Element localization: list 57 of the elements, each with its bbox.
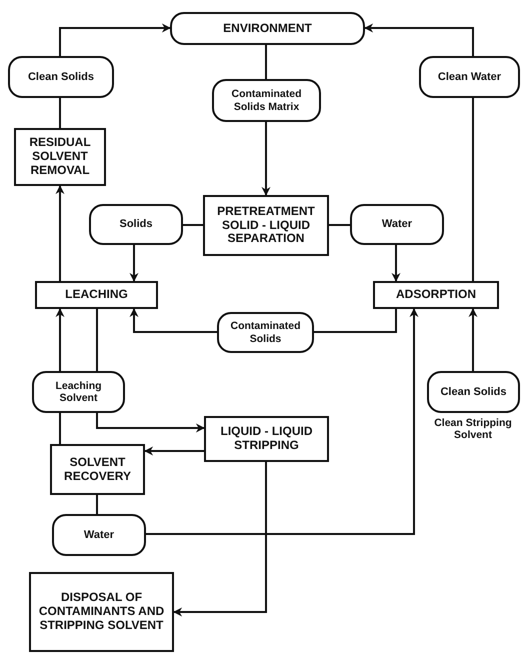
node-label: Water bbox=[84, 528, 114, 542]
connector-line bbox=[96, 309, 98, 371]
arrow bbox=[56, 185, 64, 281]
arrow bbox=[59, 24, 171, 56]
arrow bbox=[56, 308, 64, 371]
node-label: PRETREATMENT SOLID - LIQUID SEPARATION bbox=[216, 204, 316, 246]
arrow bbox=[392, 245, 400, 282]
stream-note: Clean Stripping Solvent bbox=[433, 418, 513, 442]
arrow bbox=[364, 24, 474, 56]
stream-box bbox=[89, 204, 183, 245]
node-label: Water bbox=[382, 218, 412, 231]
connector-line bbox=[59, 413, 61, 444]
arrow bbox=[130, 308, 217, 333]
stream-box bbox=[350, 204, 444, 245]
process-box bbox=[14, 128, 106, 186]
process-box bbox=[50, 444, 145, 495]
stream-box bbox=[170, 12, 365, 45]
stream-box bbox=[419, 56, 520, 98]
node-label: Leaching Solvent bbox=[54, 380, 103, 404]
process-box bbox=[373, 281, 499, 309]
arrow bbox=[468, 308, 478, 371]
node-label: RESIDUAL SOLVENT REMOVAL bbox=[28, 136, 92, 178]
arrow bbox=[130, 245, 138, 282]
arrow bbox=[96, 413, 205, 432]
stream-box bbox=[32, 371, 125, 413]
connector-line bbox=[329, 224, 350, 226]
stream-box bbox=[8, 56, 114, 98]
process-box bbox=[204, 416, 329, 462]
node-label: ADSORPTION bbox=[396, 288, 476, 302]
connector-line bbox=[59, 98, 61, 128]
connector-line bbox=[472, 98, 474, 281]
connector-line bbox=[183, 224, 203, 226]
node-label: DISPOSAL OF CONTAMINANTS AND STRIPPING SOLVENT bbox=[38, 591, 166, 633]
node-label: LIQUID - LIQUID STRIPPING bbox=[220, 425, 314, 453]
process-box bbox=[35, 281, 158, 309]
connector-line bbox=[96, 495, 98, 514]
node-label: ENVIRONMENT bbox=[223, 22, 312, 36]
node-label: Clean Water bbox=[438, 70, 502, 84]
stream-box bbox=[217, 312, 314, 353]
stream-box bbox=[427, 371, 520, 413]
stream-box bbox=[52, 514, 146, 556]
arrow bbox=[144, 446, 204, 456]
node-label: Clean Solids bbox=[28, 70, 94, 84]
node-label: LEACHING bbox=[65, 288, 128, 302]
arrow bbox=[146, 308, 418, 535]
stream-box bbox=[212, 79, 321, 122]
node-label: Contaminated Solids bbox=[229, 320, 302, 345]
node-label: Solids bbox=[119, 218, 152, 231]
arrow bbox=[173, 462, 267, 616]
arrow bbox=[262, 122, 270, 196]
node-label: Clean Solids bbox=[440, 386, 507, 398]
node-label: SOLVENT RECOVERY bbox=[63, 456, 132, 484]
process-box bbox=[29, 572, 174, 652]
process-box bbox=[203, 195, 329, 256]
node-label: Contaminated Solids Matrix bbox=[230, 88, 302, 113]
connector-line bbox=[265, 45, 267, 79]
connector-line bbox=[314, 309, 397, 333]
